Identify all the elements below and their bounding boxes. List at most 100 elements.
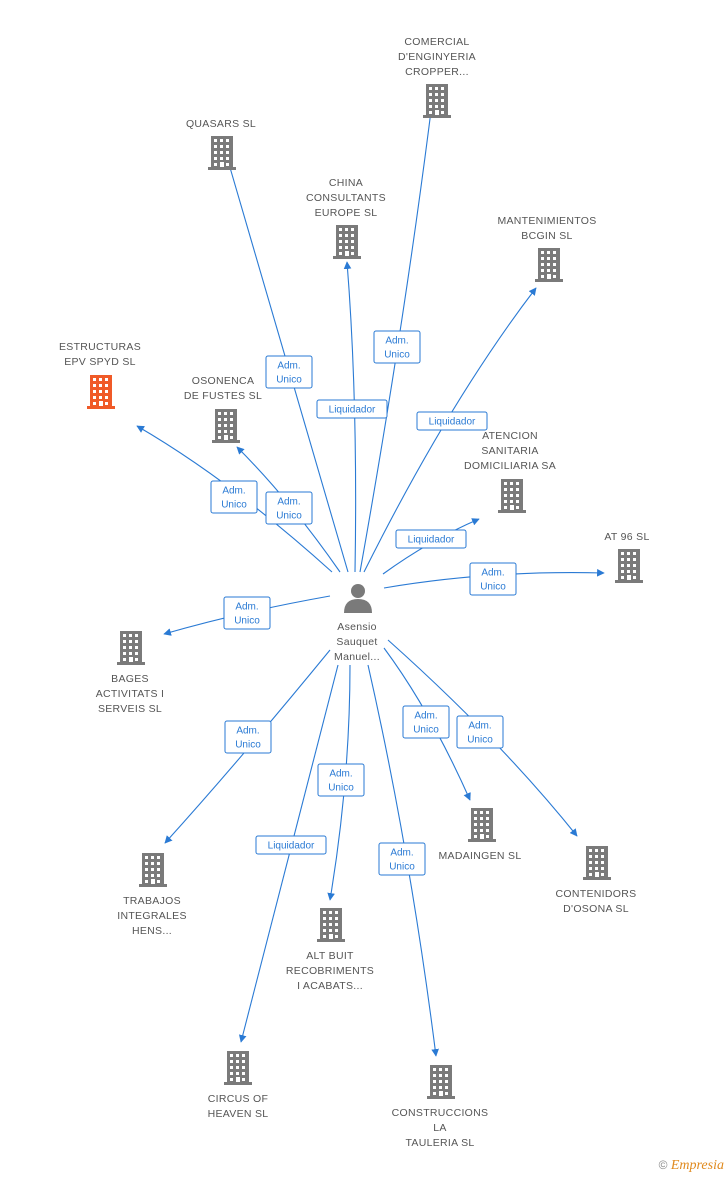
edge-label-text: Unico bbox=[276, 375, 302, 386]
edge-label-madaingen[interactable]: Adm.Unico bbox=[402, 705, 450, 739]
edge-label-atencion[interactable]: Liquidador bbox=[395, 529, 467, 549]
company-label: MANTENIMIENTOS bbox=[497, 215, 596, 227]
company-label: BAGES bbox=[111, 673, 149, 685]
edge-label-quasars[interactable]: Adm. Unico bbox=[265, 355, 313, 389]
building-icon bbox=[212, 409, 240, 443]
company-label: CIRCUS OF bbox=[208, 1093, 268, 1105]
company-node-quasars[interactable]: QUASARS SL bbox=[186, 118, 256, 170]
edge-label-text: Liquidador bbox=[429, 417, 476, 428]
building-icon bbox=[224, 1051, 252, 1085]
copyright-icon: © bbox=[658, 1158, 668, 1172]
company-node-altbuit[interactable]: ALT BUIT RECOBRIMENTS I ACABATS... bbox=[286, 908, 374, 992]
company-label: CROPPER... bbox=[405, 66, 469, 78]
edge-label-estructuras[interactable]: Adm. Unico bbox=[210, 480, 258, 514]
brand-logo[interactable]: Empresia bbox=[670, 1158, 724, 1173]
edge-label-text: Adm. bbox=[481, 568, 504, 579]
edge-label-mantenimientos[interactable]: Liquidador bbox=[416, 411, 488, 431]
building-icon bbox=[139, 853, 167, 887]
company-label: BCGIN SL bbox=[521, 230, 572, 242]
edge-label-text: Adm. bbox=[222, 486, 245, 497]
edge-label-text: Adm. bbox=[277, 497, 300, 508]
company-node-circus[interactable]: CIRCUS OF HEAVEN SL bbox=[208, 1051, 269, 1120]
person-node[interactable]: AsensioSauquetManuel... bbox=[334, 584, 380, 663]
edge-line-comercial bbox=[359, 94, 436, 573]
company-label: TAULERIA SL bbox=[405, 1137, 474, 1149]
company-label: D'ENGINYERIA bbox=[398, 51, 476, 63]
edge-label-bages[interactable]: Adm.Unico bbox=[223, 596, 271, 630]
company-label: HEAVEN SL bbox=[208, 1108, 269, 1120]
company-label: D'OSONA SL bbox=[563, 903, 629, 915]
edge-label-text: Adm. bbox=[277, 361, 300, 372]
company-node-comercial[interactable]: COMERCIAL D'ENGINYERIA CROPPER... bbox=[398, 36, 476, 118]
company-node-madaingen[interactable]: MADAINGEN SL bbox=[439, 808, 522, 862]
edge-label-circus[interactable]: Liquidador bbox=[255, 835, 327, 855]
person-name: Asensio bbox=[337, 621, 376, 633]
company-label: SANITARIA bbox=[481, 445, 538, 457]
edge-label-comercial[interactable]: Adm. Unico bbox=[373, 330, 421, 364]
company-label: COMERCIAL bbox=[404, 36, 469, 48]
company-label: CONSTRUCCIONS bbox=[392, 1107, 489, 1119]
edge-label-text: Unico bbox=[235, 740, 261, 751]
copyright-credit: © Empresia bbox=[659, 1158, 724, 1174]
edge-label-text: Unico bbox=[276, 511, 302, 522]
building-icon bbox=[117, 631, 145, 665]
company-node-contenidors[interactable]: CONTENIDORS D'OSONA SL bbox=[556, 846, 637, 915]
edge-label-text: Adm. bbox=[329, 769, 352, 780]
edge-label-text: Adm. bbox=[390, 848, 413, 859]
building-icon bbox=[583, 846, 611, 880]
company-label: ESTRUCTURAS bbox=[59, 341, 141, 353]
company-label: CHINA bbox=[329, 177, 363, 189]
edge-label-text: Unico bbox=[328, 783, 354, 794]
company-node-china[interactable]: CHINA CONSULTANTS EUROPE SL bbox=[306, 177, 386, 259]
edge-label-text: Unico bbox=[221, 500, 247, 511]
building-icon bbox=[87, 375, 115, 409]
edge-label-text: Adm. bbox=[236, 726, 259, 737]
company-label: ATENCION bbox=[482, 430, 538, 442]
edge-label-osonenca[interactable]: Adm. Unico bbox=[265, 491, 313, 525]
edge-label-contenidors[interactable]: Adm.Unico bbox=[456, 715, 504, 749]
building-icon bbox=[317, 908, 345, 942]
company-label: CONTENIDORS bbox=[556, 888, 637, 900]
company-label: I ACABATS... bbox=[297, 980, 363, 992]
edge-label-trabajos[interactable]: Adm. Unico bbox=[224, 720, 272, 754]
edge-label-construccions[interactable]: Adm. Unico bbox=[378, 842, 426, 876]
edge-label-altbuit[interactable]: Adm. Unico bbox=[317, 763, 365, 797]
edge-label-text: Unico bbox=[413, 725, 439, 736]
building-icon bbox=[208, 136, 236, 170]
building-icon bbox=[498, 479, 526, 513]
company-label: ALT BUIT bbox=[306, 950, 354, 962]
person-name: Sauquet bbox=[336, 636, 377, 648]
company-node-mantenimientos[interactable]: MANTENIMIENTOS BCGIN SL bbox=[497, 215, 596, 282]
building-icon bbox=[468, 808, 496, 842]
company-label: CONSULTANTS bbox=[306, 192, 386, 204]
edge-label-text: Unico bbox=[384, 350, 410, 361]
person-name: Manuel... bbox=[334, 651, 380, 663]
edge-label-text: Liquidador bbox=[329, 405, 376, 416]
building-icon bbox=[427, 1065, 455, 1099]
edge-label-text: Unico bbox=[480, 582, 506, 593]
edge-label-text: Unico bbox=[234, 616, 260, 627]
edge-label-text: Liquidador bbox=[268, 841, 315, 852]
edge-label-text: Unico bbox=[467, 735, 493, 746]
company-label: RECOBRIMENTS bbox=[286, 965, 374, 977]
edge-label-at96[interactable]: Adm. Unico bbox=[469, 562, 517, 596]
company-label: QUASARS SL bbox=[186, 118, 256, 130]
building-icon bbox=[333, 225, 361, 259]
edge-label-text: Unico bbox=[389, 862, 415, 873]
company-node-estructuras[interactable]: ESTRUCTURAS EPV SPYD SL bbox=[59, 341, 141, 409]
company-label: AT 96 SL bbox=[604, 531, 649, 543]
company-node-at96[interactable]: AT 96 SL bbox=[604, 531, 649, 583]
company-label: EPV SPYD SL bbox=[64, 356, 136, 368]
edge-label-text: Adm. bbox=[385, 336, 408, 347]
building-icon bbox=[423, 84, 451, 118]
person-icon bbox=[344, 584, 372, 613]
company-node-trabajos[interactable]: TRABAJOSINTEGRALESHENS... bbox=[117, 853, 187, 937]
company-label: EUROPE SL bbox=[315, 207, 378, 219]
edge-label-china[interactable]: Liquidador bbox=[316, 399, 388, 419]
company-label: TRABAJOS bbox=[123, 895, 181, 907]
